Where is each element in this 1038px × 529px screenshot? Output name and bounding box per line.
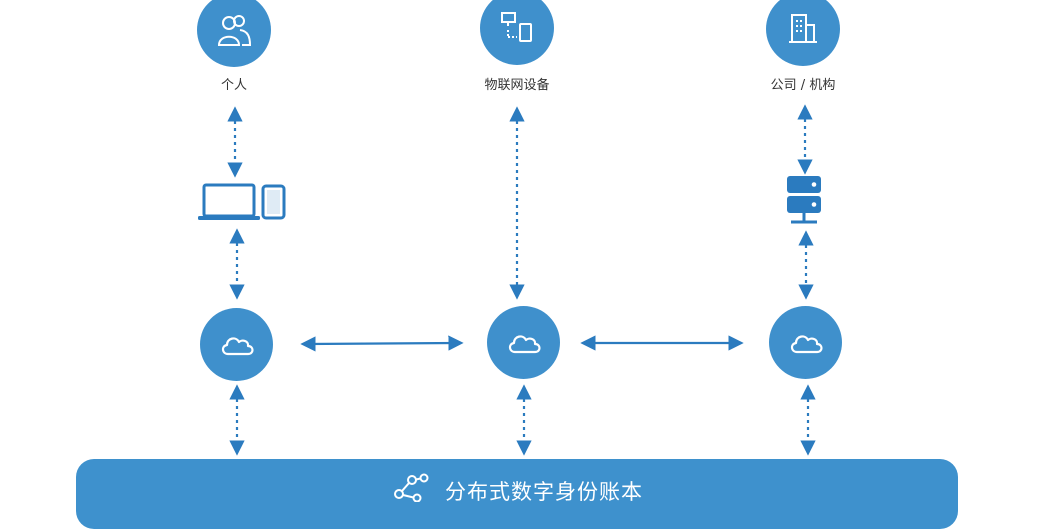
laptop-phone-icon — [198, 183, 286, 220]
share-network-icon — [394, 473, 429, 502]
person-circle — [197, 0, 271, 67]
entity-label-person: 个人 — [220, 78, 248, 93]
cloud-node-2 — [487, 306, 560, 379]
server-icon — [787, 176, 821, 224]
iot-circle — [480, 0, 554, 65]
company-circle — [766, 0, 840, 66]
cloud-node-1 — [200, 308, 273, 381]
entity-label-iot: 物联网设备 — [484, 78, 550, 93]
entity-label-company: 公司 / 机构 — [770, 78, 836, 93]
building-icon — [789, 14, 817, 43]
arrow-cloud1-cloud2 — [300, 335, 464, 352]
cloud-icon — [790, 334, 823, 353]
cloud-node-3 — [769, 306, 842, 379]
ledger-title: 分布式数字身份账本 — [445, 480, 643, 504]
iot-device-icon — [501, 12, 532, 42]
cloud-icon — [221, 336, 254, 355]
connector-arrows — [227, 104, 816, 456]
cloud-icon — [508, 334, 541, 353]
person-icon — [217, 15, 252, 46]
